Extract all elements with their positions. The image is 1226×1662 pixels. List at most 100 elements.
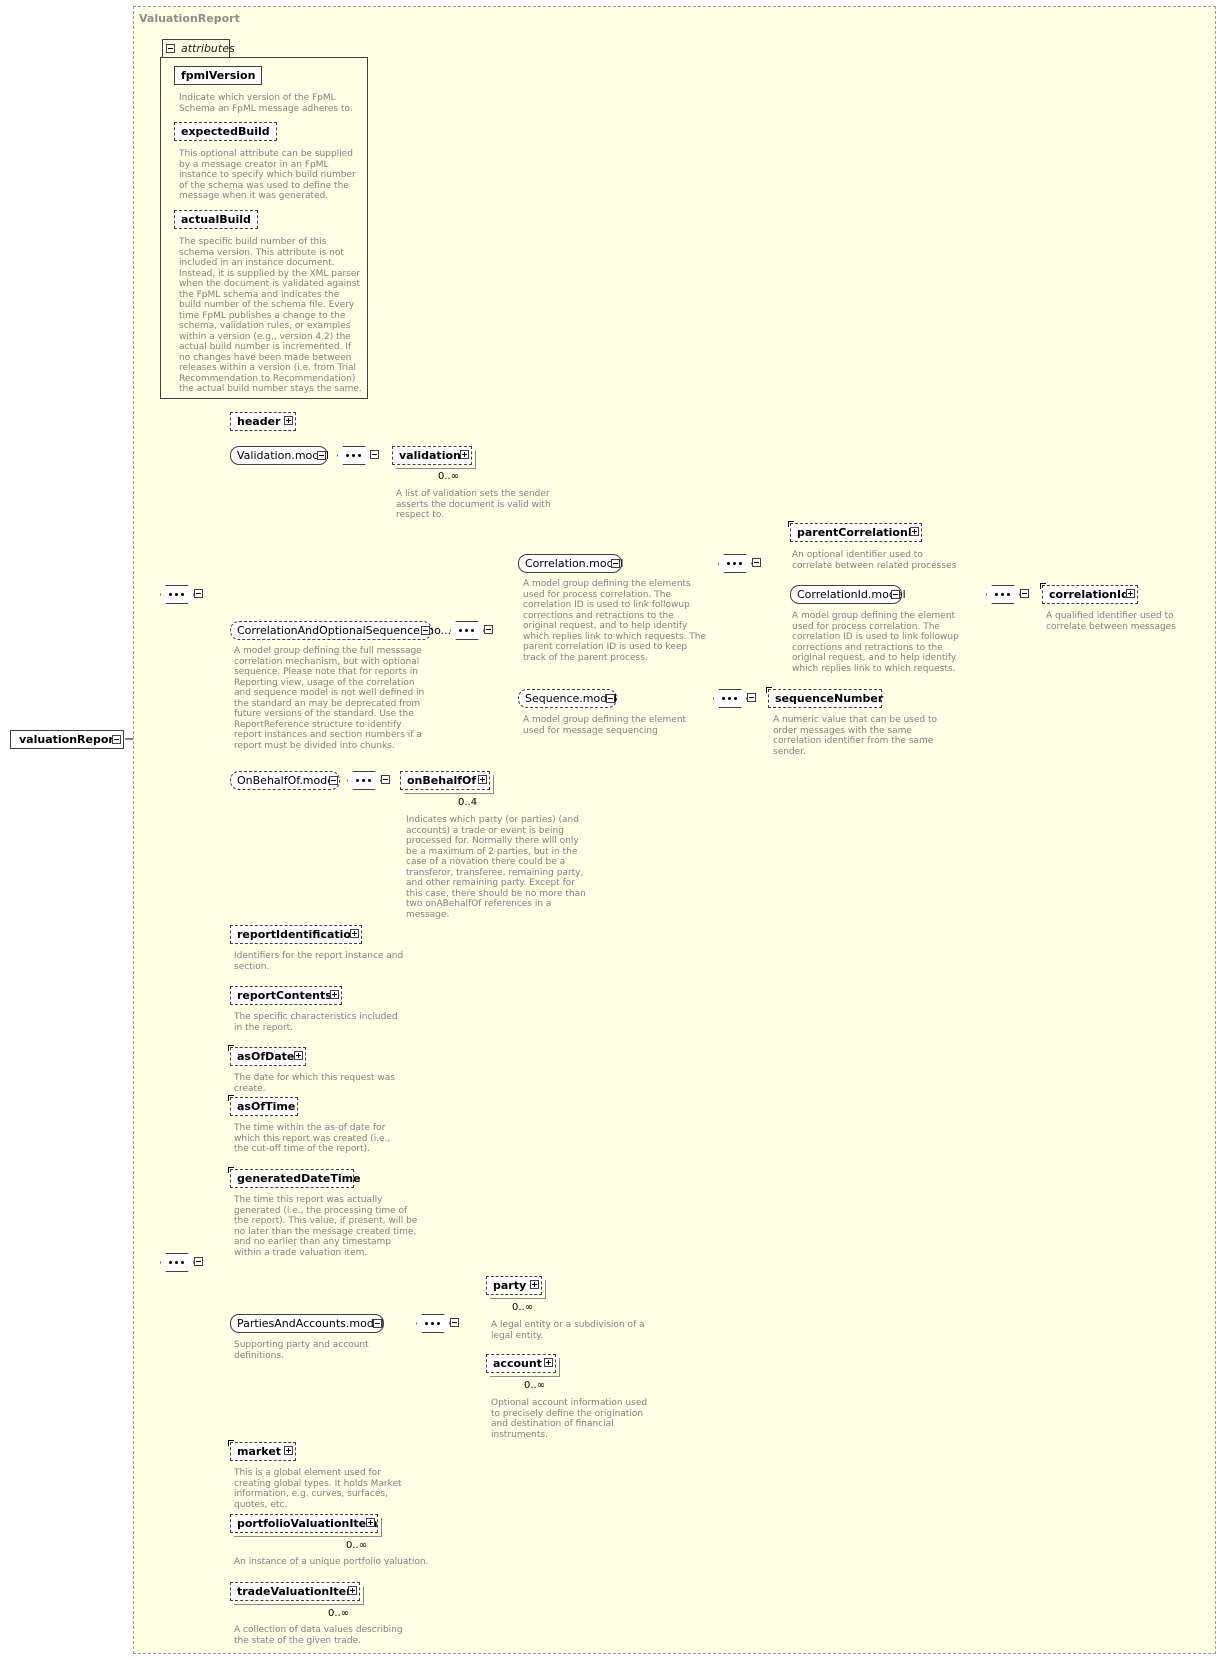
attribute-doc: The specific build number of this schema…: [179, 237, 362, 394]
expand-icon[interactable]: [284, 416, 293, 425]
collapse-icon[interactable]: [752, 558, 761, 567]
collapse-icon[interactable]: [373, 1319, 382, 1328]
expand-icon[interactable]: [350, 929, 359, 938]
element-generated-date-time[interactable]: generatedDateTime: [230, 1169, 361, 1188]
attribute-actual-build[interactable]: actualBuild: [174, 210, 258, 229]
element-doc: The specific characteristics included in…: [234, 1012, 398, 1033]
element-label: reportIdentification: [237, 928, 359, 941]
collapse-icon[interactable]: [1020, 589, 1029, 598]
ordinal-marker-icon: [228, 1045, 234, 1051]
collapse-icon[interactable]: [747, 693, 756, 702]
collapse-icon[interactable]: [112, 735, 121, 744]
element-market[interactable]: market: [230, 1442, 296, 1461]
collapse-icon[interactable]: [484, 625, 493, 634]
element-label: header: [237, 415, 281, 428]
root-element-valuation-report[interactable]: valuationReport: [10, 730, 124, 749]
sequence-dots-icon: [995, 593, 1015, 596]
expand-icon[interactable]: [460, 450, 469, 459]
collapse-icon[interactable]: [166, 44, 175, 53]
group-label: Sequence.model: [525, 692, 618, 705]
collapse-icon[interactable]: [329, 776, 338, 785]
group-sequence-model[interactable]: Sequence.model: [518, 689, 617, 708]
element-account[interactable]: account: [486, 1354, 556, 1373]
group-label: CorrelationId.model: [797, 588, 906, 601]
group-correlation-optional-sequence-model[interactable]: CorrelationAndOptionalSequence.mo...: [230, 621, 451, 640]
element-portfolio-valuation-item[interactable]: portfolioValuationItem: [230, 1514, 378, 1533]
element-doc: A legal entity or a subdivision of a leg…: [491, 1320, 645, 1341]
sequence-dots-icon: [425, 1322, 445, 1325]
attributes-tab[interactable]: attributes: [162, 39, 235, 58]
element-report-contents[interactable]: reportContents: [230, 986, 342, 1005]
collapse-icon[interactable]: [194, 1257, 203, 1266]
group-parties-and-accounts-model[interactable]: PartiesAndAccounts.model: [230, 1314, 384, 1333]
expand-icon[interactable]: [530, 1280, 539, 1289]
element-doc: Identifiers for the report instance and …: [234, 951, 404, 972]
group-doc: Supporting party and account definitions…: [234, 1340, 369, 1361]
sequence-dots-icon: [727, 562, 747, 565]
group-correlation-model[interactable]: Correlation.model: [518, 554, 624, 573]
element-header[interactable]: header: [230, 412, 296, 431]
collapse-icon[interactable]: [194, 589, 203, 598]
element-doc: The time this report was actually genera…: [234, 1195, 418, 1258]
group-correlation-id-model[interactable]: CorrelationId.model: [790, 585, 906, 604]
element-doc: This is a global element used for creati…: [234, 1468, 402, 1510]
element-sequence-number[interactable]: sequenceNumber: [768, 689, 883, 708]
group-doc: A model group defining the element used …: [792, 611, 959, 674]
ordinal-marker-icon: [1040, 583, 1046, 589]
cardinality: 0..∞: [438, 471, 460, 482]
group-on-behalf-of-model[interactable]: OnBehalfOf.model: [230, 771, 340, 790]
expand-icon[interactable]: [910, 527, 919, 536]
sequence-dots-icon: [169, 1261, 189, 1264]
group-label: Validation.model: [237, 449, 330, 462]
element-trade-valuation-item[interactable]: tradeValuationItem: [230, 1582, 360, 1601]
element-parent-correlation-id[interactable]: parentCorrelationId: [790, 523, 922, 542]
expand-icon[interactable]: [366, 1518, 375, 1527]
collapse-icon[interactable]: [381, 775, 390, 784]
collapse-icon[interactable]: [611, 559, 620, 568]
sequence-dots-icon: [169, 593, 189, 596]
group-label: OnBehalfOf.model: [237, 774, 338, 787]
cardinality: 0..∞: [524, 1380, 546, 1391]
expand-icon[interactable]: [478, 775, 487, 784]
attribute-fpml-version[interactable]: fpmlVersion: [174, 66, 263, 85]
element-doc: Optional account information used to pre…: [491, 1398, 648, 1440]
expand-icon[interactable]: [348, 1586, 357, 1595]
sequence-dots-icon: [346, 454, 366, 457]
element-on-behalf-of[interactable]: onBehalfOf: [400, 771, 490, 790]
group-doc: A model group defining the elements used…: [523, 579, 707, 663]
element-as-of-date[interactable]: asOfDate: [230, 1047, 306, 1066]
element-report-identification[interactable]: reportIdentification: [230, 925, 362, 944]
expand-icon[interactable]: [544, 1358, 553, 1367]
sequence-dots-icon: [356, 779, 376, 782]
collapse-icon[interactable]: [317, 451, 326, 460]
group-doc: A model group defining the full messsage…: [234, 646, 425, 751]
element-doc: Indicates which party (or parties) (and …: [406, 815, 586, 920]
attribute-label: expectedBuild: [181, 125, 270, 138]
collapse-icon[interactable]: [450, 1318, 459, 1327]
attributes-tab-label: attributes: [181, 42, 235, 55]
element-label: asOfTime: [237, 1100, 296, 1113]
element-label: onBehalfOf: [407, 774, 477, 787]
element-correlation-id[interactable]: correlationId: [1042, 585, 1138, 604]
group-label: Correlation.model: [525, 557, 624, 570]
collapse-icon[interactable]: [606, 694, 615, 703]
element-label: reportContents: [237, 989, 332, 1002]
collapse-icon[interactable]: [370, 450, 379, 459]
element-party[interactable]: party: [486, 1276, 542, 1295]
group-label: CorrelationAndOptionalSequence.mo...: [237, 624, 452, 637]
ordinal-marker-icon: [766, 687, 772, 693]
group-validation-model[interactable]: Validation.model: [230, 446, 330, 465]
collapse-icon[interactable]: [891, 590, 900, 599]
expand-icon[interactable]: [284, 1446, 293, 1455]
root-element-label: valuationReport: [19, 733, 120, 746]
expand-icon[interactable]: [1126, 589, 1135, 598]
cardinality: 0..∞: [346, 1540, 368, 1551]
element-label: market: [237, 1445, 282, 1458]
expand-icon[interactable]: [330, 990, 339, 999]
element-doc: A collection of data values describing t…: [234, 1625, 403, 1646]
attribute-expected-build[interactable]: expectedBuild: [174, 122, 277, 141]
collapse-icon[interactable]: [421, 626, 430, 635]
expand-icon[interactable]: [294, 1051, 303, 1060]
element-validation[interactable]: validation: [392, 446, 472, 465]
element-as-of-time[interactable]: asOfTime: [230, 1097, 298, 1116]
